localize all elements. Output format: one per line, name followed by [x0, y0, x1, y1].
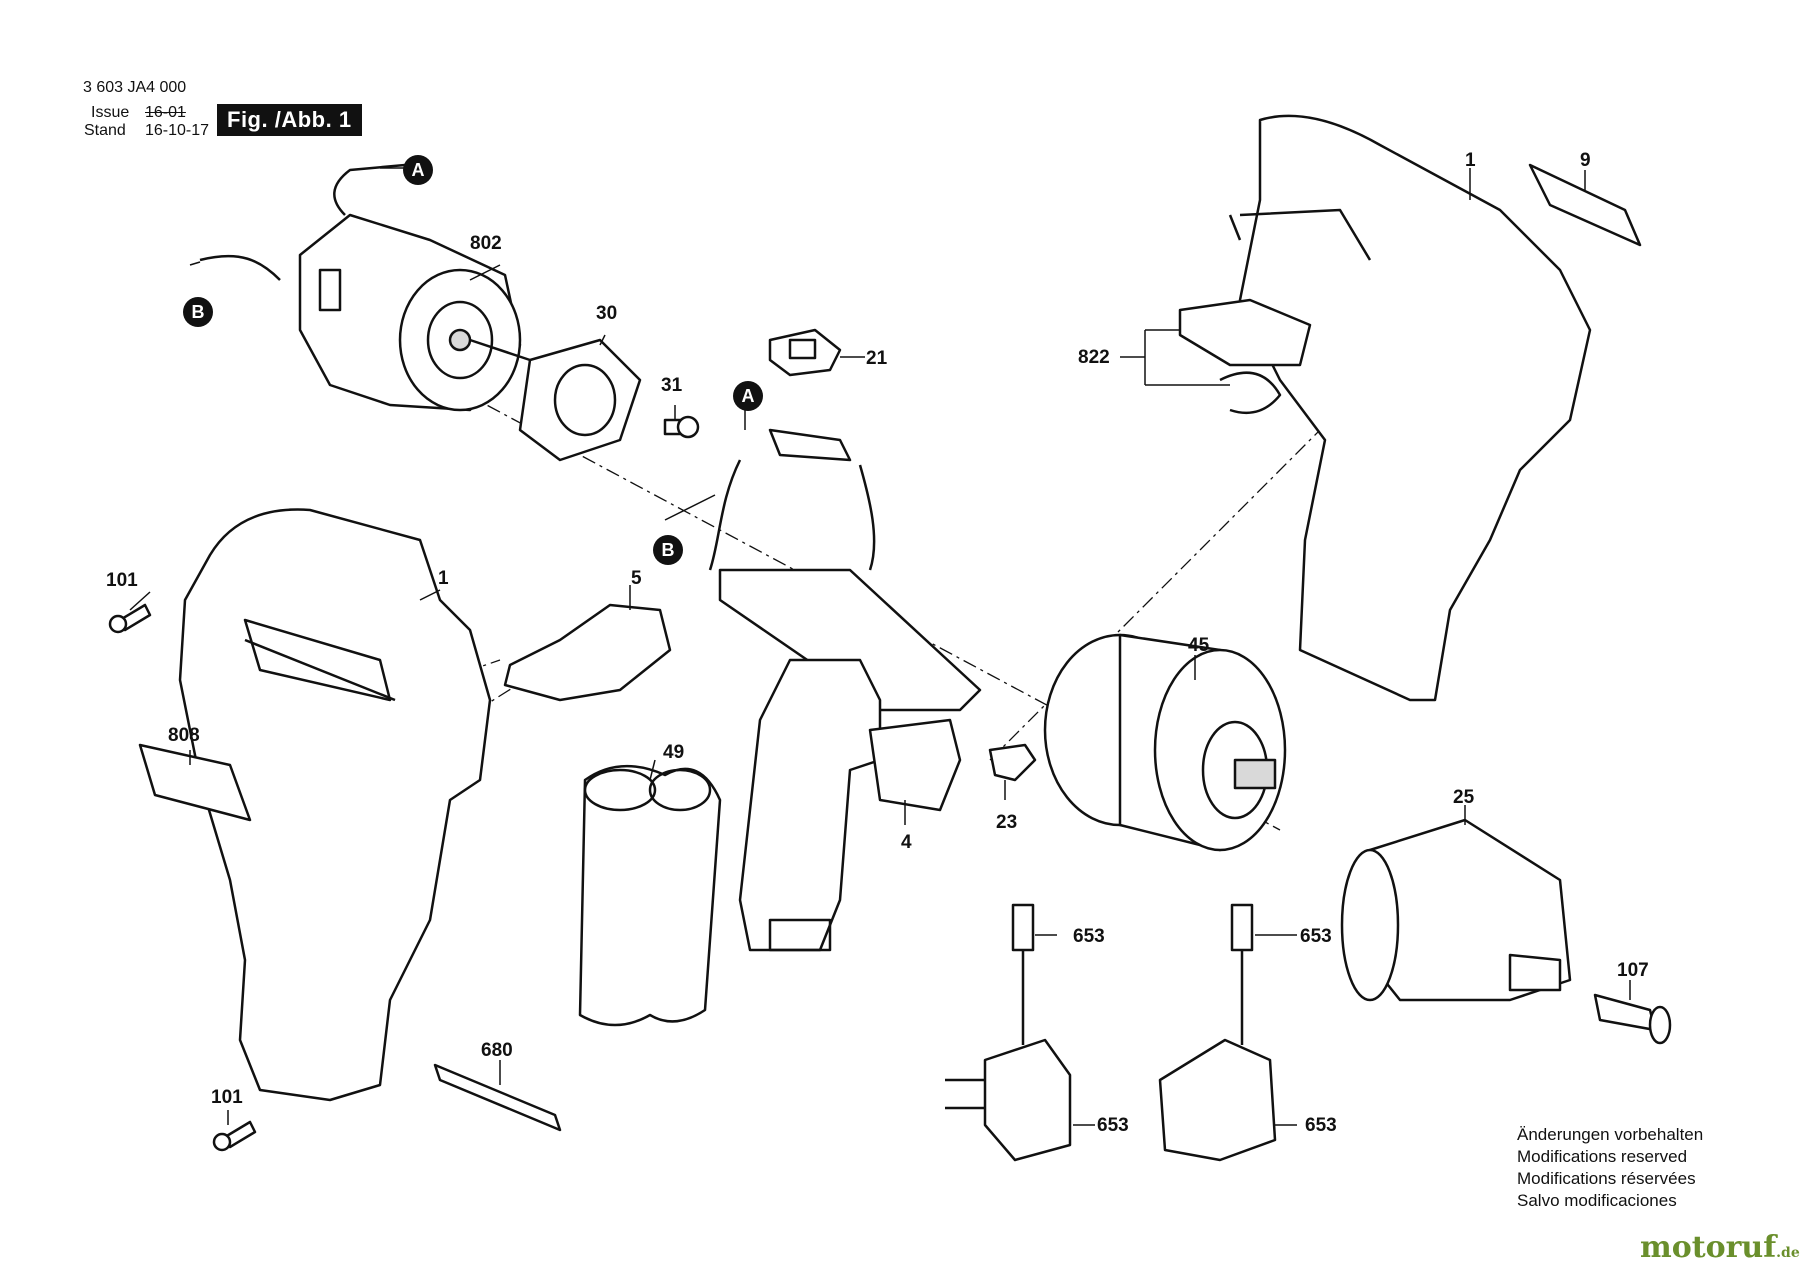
note-de: Änderungen vorbehalten	[1517, 1125, 1704, 1144]
callout-680: 680	[481, 1040, 513, 1061]
callout-23: 23	[996, 812, 1018, 833]
callout-653-bottom-right: 653	[1305, 1115, 1337, 1136]
gearbox-45	[1043, 633, 1287, 852]
part-number: 3 603 JA4 000	[83, 79, 187, 96]
ring-30	[518, 338, 642, 462]
callout-49: 49	[663, 742, 685, 763]
callout-1-right: 1	[1465, 150, 1476, 171]
housing-left-1	[178, 508, 492, 1102]
callout-45: 45	[1188, 635, 1210, 656]
leader-lines	[129, 167, 1631, 1126]
screw-107	[1593, 993, 1672, 1045]
callout-107: 107	[1617, 960, 1649, 981]
modification-notes: Änderungen vorbehalten Modifications res…	[1517, 1124, 1703, 1212]
label-9	[1528, 163, 1642, 247]
charger-653-left	[945, 903, 1072, 1162]
ref-a-wire: A	[733, 381, 763, 411]
callout-30: 30	[596, 303, 618, 324]
motor-802	[199, 163, 531, 412]
note-fr: Modifications réservées	[1517, 1169, 1696, 1188]
issue-label: Issue	[91, 104, 130, 121]
label-808	[138, 743, 252, 822]
switch-21	[768, 328, 842, 377]
lever-23	[988, 743, 1037, 782]
slider-5	[503, 603, 672, 702]
stand-value: 16-10-17	[145, 122, 210, 139]
screw-101-bottom	[212, 1120, 257, 1152]
charger-653-right	[1158, 903, 1277, 1162]
note-en: Modifications reserved	[1517, 1147, 1688, 1166]
ref-a-motor: A	[403, 155, 433, 185]
ref-b-motor: B	[183, 297, 213, 327]
callout-25: 25	[1453, 787, 1475, 808]
brand-watermark: motoruf.de	[1640, 1230, 1800, 1265]
callout-101-bottom: 101	[211, 1087, 243, 1108]
callout-5: 5	[631, 568, 642, 589]
callout-653-bottom-left: 653	[1097, 1115, 1129, 1136]
callout-9: 9	[1580, 150, 1591, 171]
button-822	[1178, 298, 1312, 415]
electronics-4	[708, 428, 982, 952]
callout-31: 31	[661, 375, 683, 396]
callout-653-top-left: 653	[1073, 926, 1105, 947]
callout-4: 4	[901, 832, 912, 853]
stand-label: Stand	[84, 122, 126, 139]
issue-value: 16-01	[145, 104, 186, 121]
callout-653-top-right: 653	[1300, 926, 1332, 947]
brand-suffix: .de	[1776, 1245, 1800, 1261]
bit-680	[433, 1063, 562, 1132]
note-es: Salvo modificaciones	[1517, 1191, 1677, 1210]
callout-1-left: 1	[438, 568, 449, 589]
callout-101-top: 101	[106, 570, 138, 591]
battery-49	[578, 764, 722, 1027]
ref-b-wire: B	[653, 535, 683, 565]
figure-label: Fig. /Abb. 1	[217, 104, 362, 136]
housing-right-1	[1228, 114, 1592, 702]
chuck-25	[1340, 818, 1572, 1002]
brand-name: motoruf	[1640, 1230, 1777, 1265]
callout-802: 802	[470, 233, 502, 254]
callout-808: 808	[168, 725, 200, 746]
callout-822: 822	[1078, 347, 1110, 368]
screw-101-top	[108, 603, 152, 634]
callout-21: 21	[866, 348, 888, 369]
screw-31	[663, 415, 700, 439]
